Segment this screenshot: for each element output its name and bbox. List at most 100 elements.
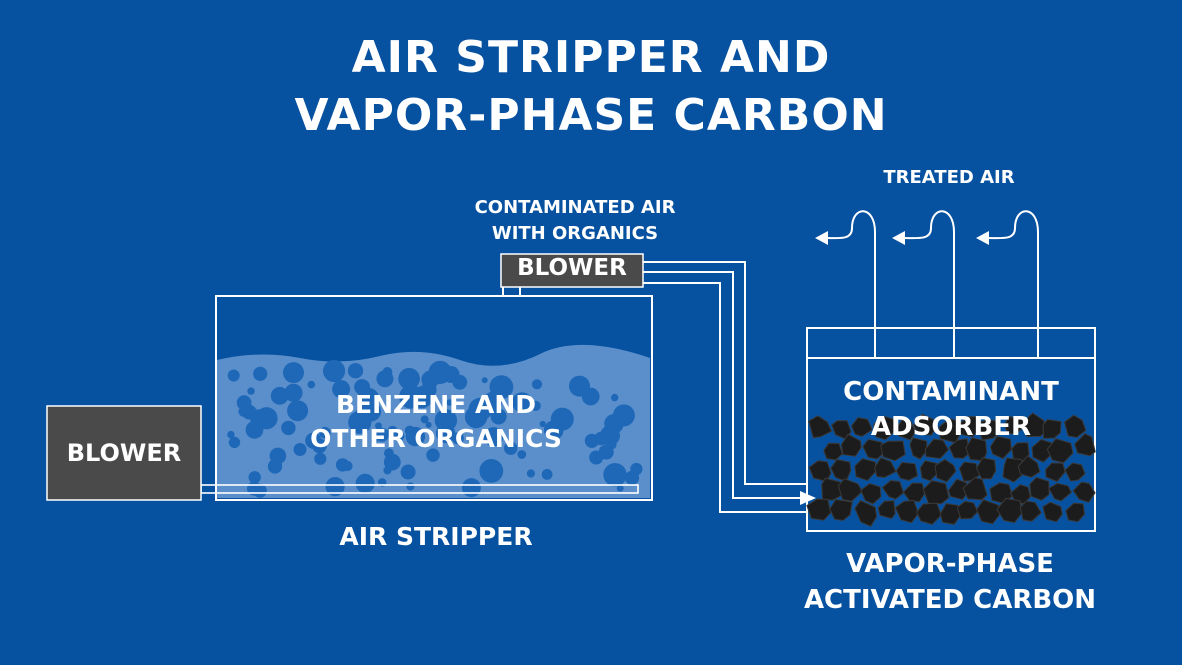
tank-content-label-line2: OTHER ORGANICS — [310, 424, 562, 453]
water-bubble — [319, 426, 331, 439]
carbon-granule — [850, 417, 873, 438]
carbon-granule — [934, 458, 957, 483]
water-bubble — [255, 407, 278, 430]
carbon-granule — [1046, 438, 1074, 464]
carbon-granule — [874, 456, 897, 479]
carbon-granule — [1022, 412, 1048, 438]
treated-air-label: TREATED AIR — [883, 167, 1015, 188]
water-bubble — [325, 477, 345, 497]
carbon-granule — [1029, 476, 1050, 501]
carbon-label-line2: ACTIVATED CARBON — [803, 585, 1097, 615]
treated-air-exhaust — [825, 210, 1039, 358]
water-bubble — [550, 407, 574, 431]
carbon-granule — [862, 438, 883, 460]
water-bubble — [253, 366, 268, 381]
water-bubble — [539, 420, 546, 428]
tank-content-label-line1: BENZENE AND — [336, 390, 536, 419]
carbon-label-line1: VAPOR-PHASE — [846, 549, 1054, 579]
water-bubble — [479, 459, 504, 483]
carbon-granule — [962, 476, 988, 501]
carbon-granule — [829, 498, 853, 522]
adsorber-label-line2: ADSORBER — [870, 412, 1032, 442]
water-bubble — [384, 448, 394, 458]
water-bubble — [504, 441, 518, 455]
water-bubble — [281, 420, 296, 436]
water-bubble — [569, 375, 590, 397]
water-bubble — [420, 415, 429, 424]
water-bubble — [376, 370, 394, 388]
water-bubble — [442, 366, 460, 383]
water-bubble — [541, 469, 553, 480]
exhaust-arrow-1 — [815, 231, 828, 245]
carbon-granule — [975, 457, 997, 480]
water-bubble — [314, 452, 327, 465]
water-bubble — [446, 399, 453, 406]
carbon-granule — [916, 502, 942, 525]
exhaust-arrow-3 — [976, 231, 989, 245]
carbon-granule — [881, 479, 905, 500]
water-bubble — [611, 393, 619, 402]
carbon-granule — [948, 438, 970, 460]
carbon-granule — [1065, 502, 1086, 523]
water-bubble — [238, 406, 249, 417]
water-bubble — [603, 463, 627, 487]
water-bubble — [616, 484, 624, 492]
water-bubble — [355, 473, 375, 493]
carbon-granule — [808, 415, 833, 439]
carbon-granule — [877, 500, 896, 520]
water-bubble — [589, 450, 604, 465]
activated-carbon-bed — [806, 412, 1096, 528]
water-bubble — [425, 421, 432, 428]
carbon-granule — [1064, 462, 1086, 482]
water-bubble — [607, 440, 617, 450]
water-bubble — [342, 460, 353, 472]
water-bubble — [517, 450, 527, 459]
water-bubble — [531, 379, 543, 390]
carbon-granule — [975, 499, 1001, 525]
adsorber-vessel — [806, 327, 1096, 532]
water-bubble — [269, 447, 287, 465]
water-bubble — [594, 431, 608, 446]
water-bubble — [483, 427, 504, 447]
carbon-granule — [840, 433, 862, 457]
water-bubble — [401, 393, 416, 408]
carbon-granule — [1031, 438, 1053, 463]
carbon-granule — [922, 479, 950, 505]
carbon-granule — [989, 435, 1012, 460]
water-bubble — [287, 400, 309, 422]
water-bubble — [284, 383, 303, 402]
carbon-granule — [902, 482, 926, 503]
carbon-granule — [1074, 432, 1096, 457]
exhaust-pipe-3 — [986, 210, 1039, 358]
water-bubble — [481, 377, 488, 384]
carbon-granule — [830, 458, 852, 483]
carbon-granule — [1003, 416, 1025, 435]
exhaust-arrow-2 — [892, 231, 905, 245]
carbon-granule — [860, 482, 882, 505]
carbon-granule — [837, 478, 864, 502]
carbon-granule — [947, 478, 969, 501]
water-bubble — [248, 471, 261, 484]
side-blower-label: BLOWER — [66, 439, 182, 467]
water-bubble — [375, 422, 382, 430]
water-bubble — [371, 437, 378, 444]
water-bubble — [489, 375, 514, 399]
carbon-granule — [1042, 501, 1063, 523]
water-bubble — [227, 430, 235, 439]
carbon-granule — [895, 461, 919, 482]
exhaust-pipe-2 — [902, 210, 955, 358]
carbon-granule — [912, 413, 937, 436]
water-bubble — [468, 397, 492, 422]
water-bubble — [348, 410, 372, 434]
carbon-granule — [939, 503, 963, 525]
water-bubble — [228, 436, 241, 449]
carbon-granule — [1042, 418, 1062, 439]
water-bubble — [526, 469, 536, 478]
water-bubble — [347, 363, 364, 379]
water-bubble — [421, 370, 440, 389]
water-bubble — [398, 367, 420, 390]
side-blower-box — [46, 405, 202, 501]
carbon-granule — [880, 440, 906, 462]
water-bubble — [323, 359, 346, 383]
